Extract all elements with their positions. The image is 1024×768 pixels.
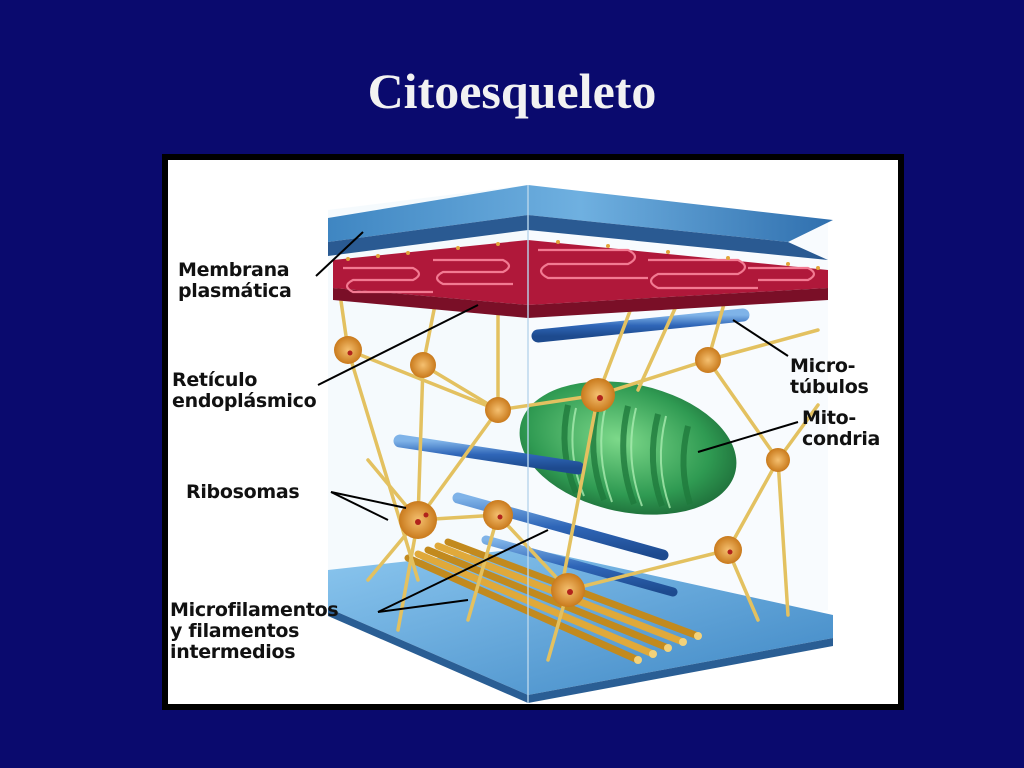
cell-cube-drawing bbox=[315, 185, 833, 703]
ribosome-nodes bbox=[334, 336, 790, 607]
label-microfilamentos: Microfilamentos y filamentos intermedios bbox=[170, 599, 339, 663]
diagram-frame: Membrana plasmática Retículo endoplásmic… bbox=[162, 154, 904, 710]
plasma-membrane bbox=[328, 185, 833, 260]
cytoskeleton-illustration: Membrana plasmática Retículo endoplásmic… bbox=[168, 160, 898, 704]
label-mitocondria: Mito- condria bbox=[802, 407, 881, 450]
slide-title: Citoesqueleto bbox=[367, 63, 657, 119]
label-ribosomas: Ribosomas bbox=[186, 481, 300, 503]
label-reticulo-endoplasmico: Retículo endoplásmico bbox=[172, 369, 317, 412]
label-microtubulos: Micro- túbulos bbox=[790, 355, 869, 398]
mitochondria-organelle bbox=[519, 381, 737, 515]
label-leader-lines bbox=[315, 231, 799, 613]
endoplasmic-reticulum bbox=[333, 240, 828, 318]
label-membrana-plasmatica: Membrana plasmática bbox=[178, 259, 292, 302]
